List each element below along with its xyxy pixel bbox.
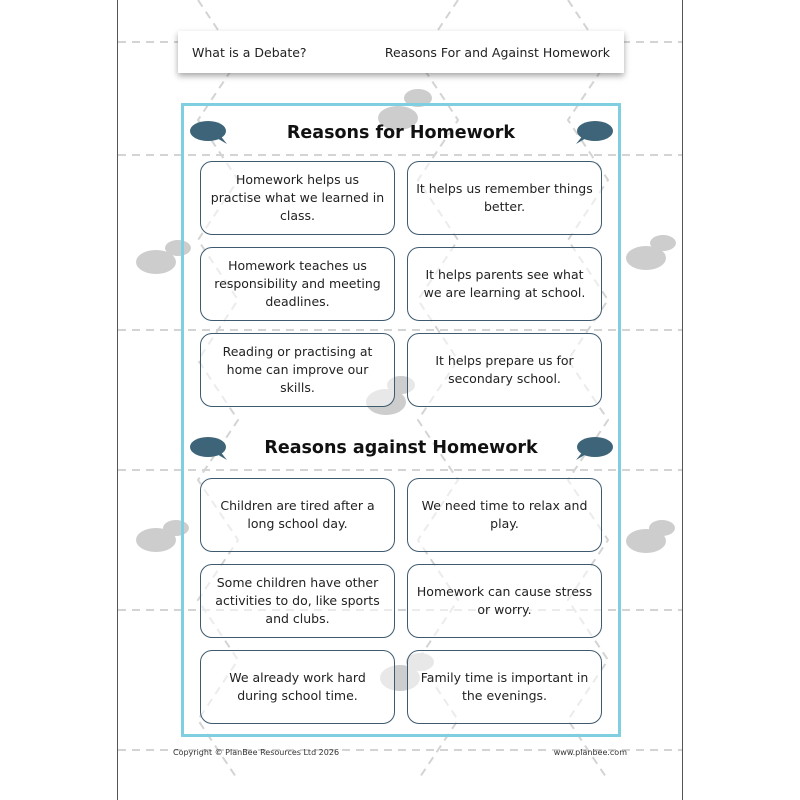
reason-against-card: Homework can cause stress or worry. (407, 564, 602, 638)
header-right-title: Reasons For and Against Homework (384, 44, 610, 60)
reason-for-card: It helps parents see what we are learnin… (407, 247, 602, 321)
reason-against-card: We need time to relax and play. (407, 478, 602, 552)
speech-bubble-icon (576, 121, 613, 144)
reason-for-card: Homework teaches us responsibility and m… (200, 247, 395, 321)
footer-website: www.planbee.com (553, 748, 627, 757)
footer-copyright: Copyright © PlanBee Resources Ltd 2026 (173, 748, 340, 757)
reason-for-card: It helps prepare us for secondary school… (407, 333, 602, 407)
reason-for-card: Homework helps us practise what we learn… (200, 161, 395, 235)
header-left-title: What is a Debate? (192, 44, 307, 60)
section-title-for: Reasons for Homework (286, 123, 516, 143)
speech-bubble-icon (576, 437, 613, 460)
reason-against-card: Some children have other activities to d… (200, 564, 395, 638)
reason-for-card: Reading or practising at home can improv… (200, 333, 395, 407)
reason-for-card: It helps us remember things better. (407, 161, 602, 235)
header-bar: What is a Debate? Reasons For and Agains… (178, 31, 624, 73)
worksheet-page: What is a Debate? Reasons For and Agains… (117, 0, 683, 800)
reason-against-card: We already work hard during school time. (200, 650, 395, 724)
section-title-against: Reasons against Homework (264, 438, 538, 458)
speech-bubble-icon (190, 121, 227, 144)
speech-bubble-icon (190, 437, 227, 460)
reason-against-card: Family time is important in the evenings… (407, 650, 602, 724)
reason-against-card: Children are tired after a long school d… (200, 478, 395, 552)
content-frame: Reasons for Homework Homework helps us p… (181, 103, 621, 737)
